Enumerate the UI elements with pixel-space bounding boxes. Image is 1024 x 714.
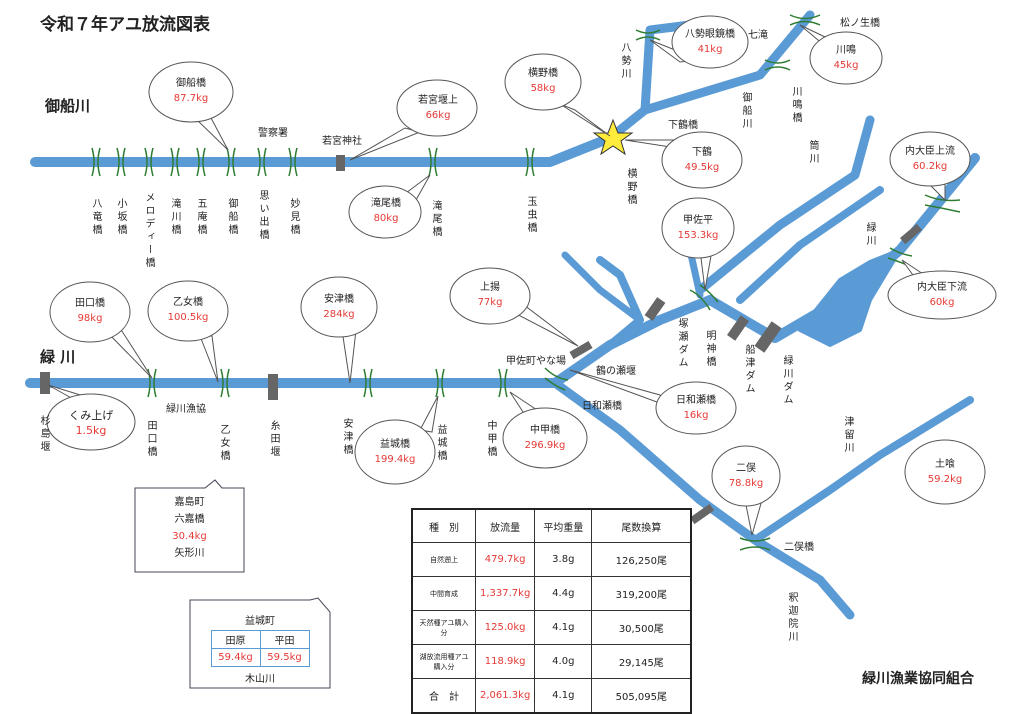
label-meijin: 明神橋 [704,330,715,369]
tsuru-river [751,396,974,544]
label-hachiryu: 八竜橋 [90,198,101,237]
midori-river-label: 緑 川 [40,348,76,366]
page-title: 令和７年アユ放流図表 [40,15,210,35]
table-row: 中間育成 1,337.7kg 4.4g 319,200尾 [411,576,692,611]
label-mifune-upstream: 御船川 [740,92,751,131]
mashiki-table: 田原 平田 59.4kg 59.5kg [210,630,310,667]
label-takio: 滝尾橋 [430,200,441,239]
mashiki-box: 益城町 田原 平田 59.4kg 59.5kg 木山川 [190,612,330,685]
upper-branch-2 [736,186,884,304]
label-sasagawa: 筒川 [807,140,818,166]
label-yokono: 横野橋 [625,168,636,207]
kashima-box: 嘉島町 六嘉橋 30.4kg 矢形川 [172,497,207,559]
label-midori-upper: 緑川 [864,222,875,248]
label-melody: メロディー橋 [143,192,154,270]
mifune-river [30,133,615,167]
tsukase-branch [596,256,644,349]
label-nanataki: 七滝 [748,30,768,41]
organization-label: 緑川漁業協同組合 [862,671,974,687]
tsukase-branch-2 [561,251,644,324]
label-koyasa-yana: 甲佐町やな場 [506,356,566,367]
label-midori-dam: 緑川ダム [781,355,792,407]
mifune-river-label: 御船川 [45,97,91,115]
label-omoide: 思い出橋 [257,190,268,242]
label-funatsu-dam: 船津ダム [743,344,754,396]
label-matsunogi: 松ノ生橋 [840,18,880,29]
star-icon [592,118,634,156]
label-kosaka: 小坂橋 [115,198,126,237]
label-otome: 乙女橋 [218,424,229,463]
label-wakamiya: 若宮神社 [322,136,362,147]
table-total-row: 合 計 2,061.3kg 4.1g 505,095尾 [411,678,692,714]
label-keisatsu: 警察署 [258,128,288,139]
mifune-upstream-right [640,10,815,115]
mifune-upstream-left [605,20,695,143]
label-takigawa: 滝川橋 [169,198,180,237]
table-header-row: 種 別 放流量 平均重量 尾数換算 [411,508,692,543]
label-tsukase-dam: 塚瀬ダム [676,318,687,370]
futamata-river [550,378,855,620]
label-midori-gyokyo: 緑川漁協 [166,404,206,415]
label-yasu: 安津橋 [341,418,352,457]
label-shimotsuru: 下鶴橋 [668,120,698,131]
label-shaka-river: 釈迦院川 [786,592,797,644]
label-itoda: 糸田堰 [268,420,279,459]
midori-lake [798,248,902,347]
label-sugishima: 杉島堰 [38,415,49,454]
label-goan: 五庵橋 [195,198,206,237]
label-yahata-river: 八勢川 [619,42,630,81]
label-tsuru-river: 津留川 [842,416,853,455]
label-mifune-bridge: 御船橋 [226,198,237,237]
table-row: 湖放流用種アユ購入分 118.9kg 4.0g 29,145尾 [411,644,692,679]
label-futamata: 二俣橋 [784,542,814,553]
table-row: 天然種アユ購入分 125.0kg 4.1g 30,500尾 [411,610,692,645]
label-masuki: 益城橋 [435,424,446,463]
label-kawajima: 川鳴橋 [790,86,801,125]
label-tsuru-no-se: 鶴の瀬堰 [596,366,636,377]
label-nakako: 中甲橋 [485,420,496,459]
label-tamamushi: 玉虫橋 [525,196,536,235]
upper-branch-north [695,115,875,295]
label-hiwase: 日和瀬橋 [582,401,622,412]
table-row: 自然遡上 479.7kg 3.8g 126,250尾 [411,542,692,577]
release-summary-table: 種 別 放流量 平均重量 尾数換算 自然遡上 479.7kg 3.8g 126,… [411,508,693,714]
label-myoken: 妙見橋 [288,198,299,237]
label-taguchi: 田口橋 [145,420,156,459]
